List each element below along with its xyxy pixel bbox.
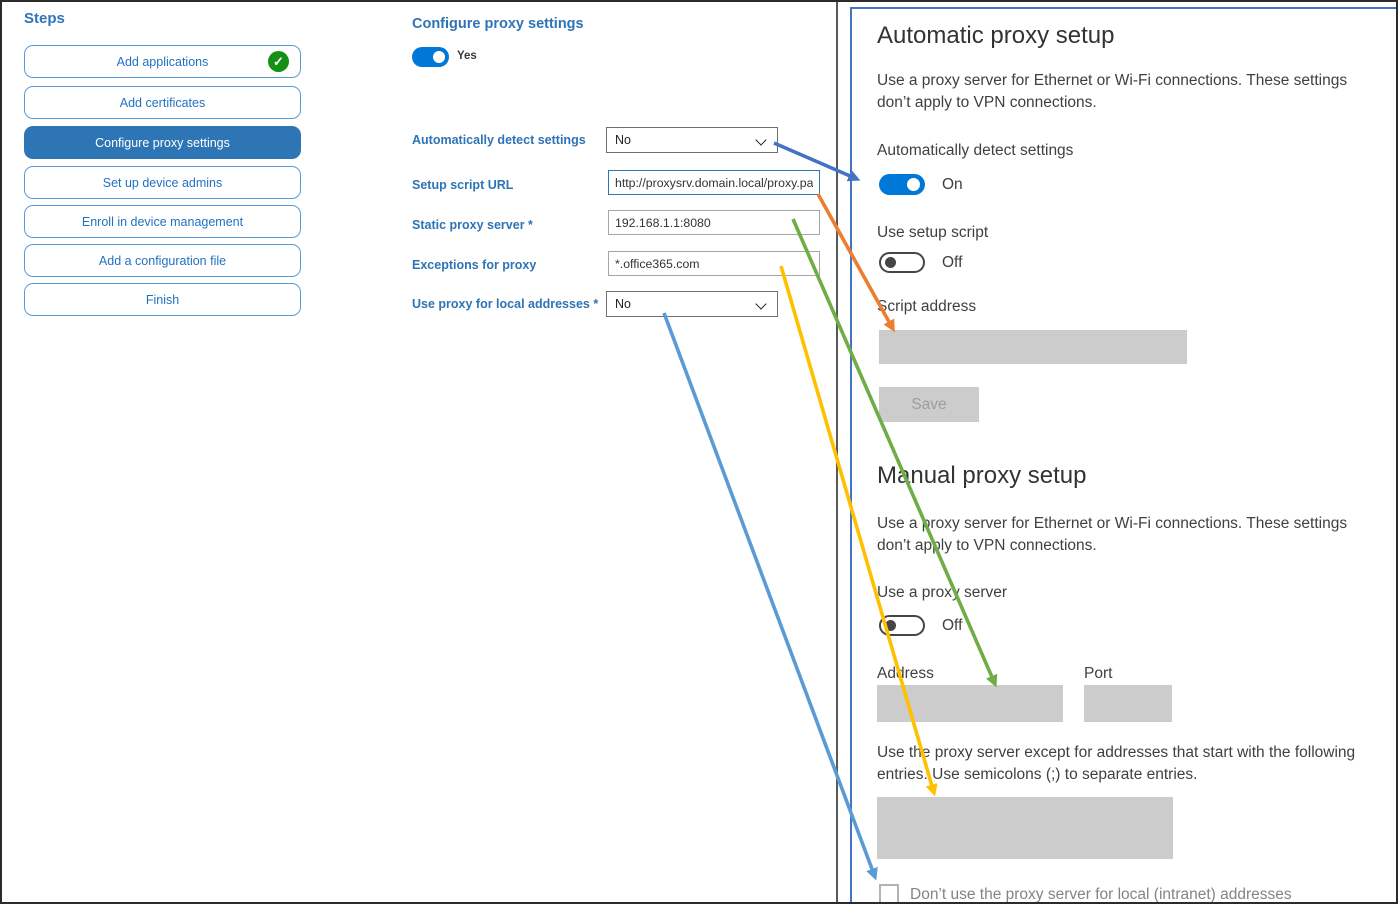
dropdown-value: No [615,297,631,311]
toggle-knob [907,178,920,191]
automatic-proxy-description: Use a proxy server for Ethernet or Wi-Fi… [877,72,1348,111]
step-label: Set up device admins [102,175,223,190]
step-label: Configure proxy settings [95,135,230,150]
port-input[interactable] [1084,685,1172,722]
toggle-knob [433,51,445,63]
dropdown-value: No [615,133,631,147]
field-label-auto-detect: Automatically detect settings [412,133,586,147]
auto-detect-dropdown[interactable]: No [606,127,778,153]
step-label: Add certificates [119,95,206,110]
configure-proxy-toggle-label: Yes [457,50,477,62]
use-setup-script-label: Use setup script [877,224,989,241]
step-add-applications[interactable]: Add applications ✓ [24,45,301,78]
step-set-up-device-admins[interactable]: Set up device admins [24,166,301,199]
script-address-label: Script address [877,298,977,315]
step-add-certificates[interactable]: Add certificates [24,86,301,119]
use-setup-script-toggle[interactable] [879,252,925,273]
automatic-proxy-heading: Automatic proxy setup [877,22,1115,49]
local-addresses-dropdown[interactable]: No [606,291,778,317]
proxy-exceptions-input[interactable] [608,251,820,276]
completed-check-icon: ✓ [268,51,289,72]
step-label: Enroll in device management [81,214,244,229]
exceptions-textarea[interactable] [877,797,1173,859]
script-address-input[interactable] [879,330,1187,364]
exceptions-description: Use the proxy server except for addresse… [877,744,1356,783]
steps-panel-title: Steps [24,10,65,27]
static-proxy-server-input[interactable] [608,210,820,235]
step-add-configuration-file[interactable]: Add a configuration file [24,244,301,277]
detect-settings-toggle[interactable] [879,174,925,195]
use-proxy-server-label: Use a proxy server [877,584,1008,601]
chevron-down-icon [755,134,767,146]
step-label: Finish [145,292,180,307]
manual-proxy-heading: Manual proxy setup [877,462,1087,489]
address-input[interactable] [877,685,1063,722]
field-label-static-proxy: Static proxy server * [412,218,533,232]
use-proxy-server-toggle[interactable] [879,615,925,636]
use-proxy-server-state: Off [942,617,963,634]
step-label: Add applications [116,54,209,69]
setup-script-url-input[interactable] [608,170,820,195]
configure-proxy-toggle[interactable] [412,47,449,67]
toggle-knob [885,257,896,268]
wizard-heading: Configure proxy settings [412,16,584,32]
chevron-down-icon [755,298,767,310]
use-setup-script-state: Off [942,254,963,271]
address-label: Address [877,665,934,682]
port-label: Port [1084,665,1113,682]
field-label-local-addresses: Use proxy for local addresses * [412,297,599,311]
local-intranet-checkbox[interactable] [879,884,899,902]
field-label-exceptions: Exceptions for proxy [412,258,537,272]
toggle-knob [885,620,896,631]
local-intranet-checkbox-label: Don’t use the proxy server for local (in… [910,886,1292,903]
manual-proxy-description: Use a proxy server for Ethernet or Wi-Fi… [877,515,1348,554]
save-button[interactable]: Save [879,387,979,422]
step-enroll-in-device-management[interactable]: Enroll in device management [24,205,301,238]
detect-settings-state: On [942,176,963,193]
arrow-local-addresses [662,312,878,881]
step-label: Add a configuration file [98,253,227,268]
step-configure-proxy-settings[interactable]: Configure proxy settings [24,126,301,159]
step-finish[interactable]: Finish [24,283,301,316]
vertical-divider [836,2,838,902]
detect-settings-label: Automatically detect settings [877,142,1074,159]
field-label-setup-script-url: Setup script URL [412,178,514,192]
